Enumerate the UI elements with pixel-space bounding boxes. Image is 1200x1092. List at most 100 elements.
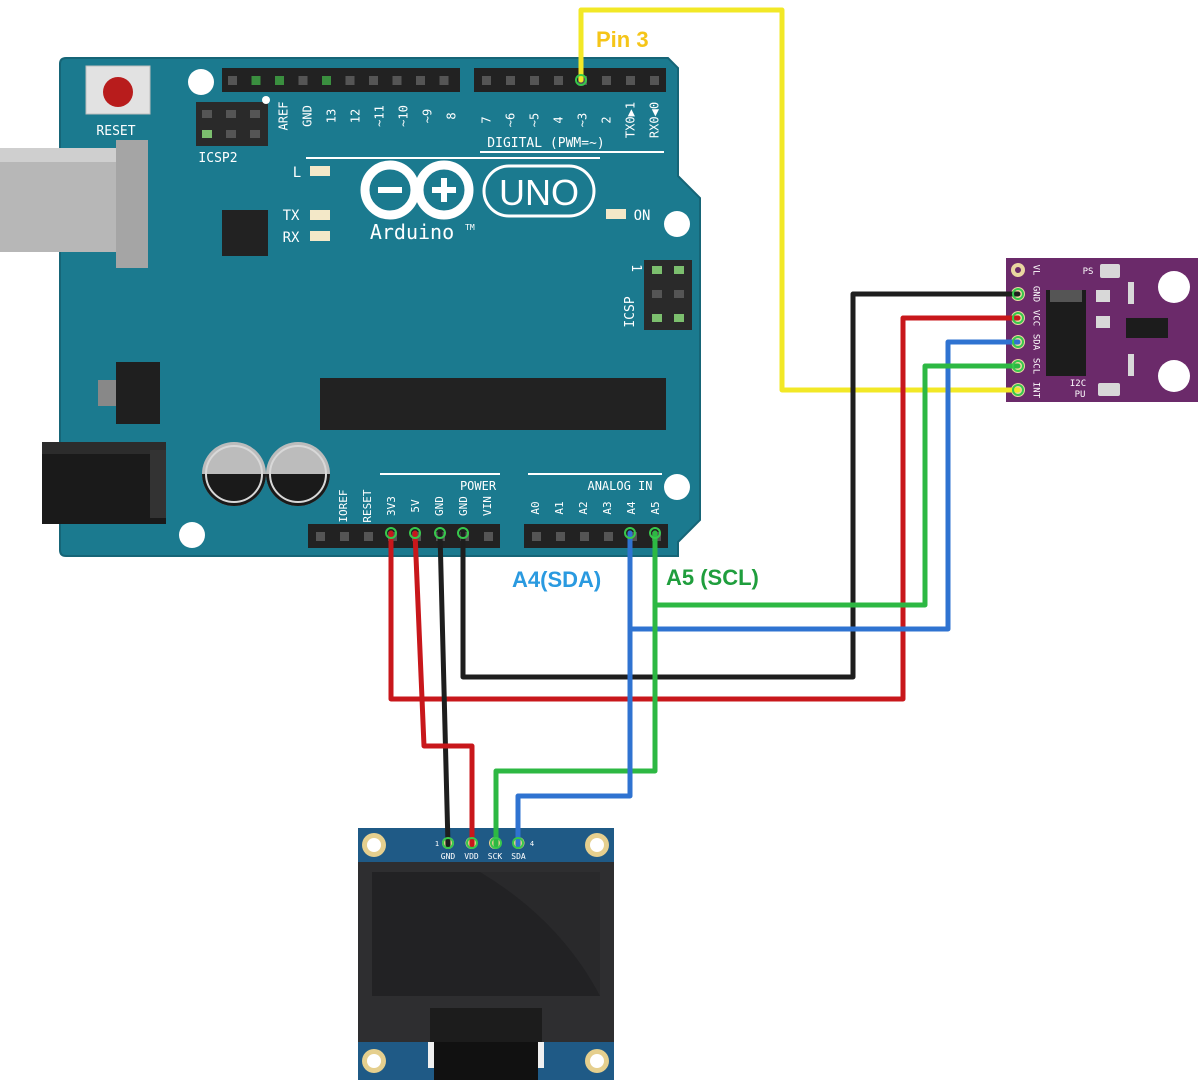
led-tx-label: TX bbox=[283, 208, 300, 224]
power-pin-label: RESET bbox=[361, 489, 374, 522]
icsp-label: ICSP bbox=[623, 296, 638, 327]
power-pin-label: IOREF bbox=[337, 489, 350, 522]
oled-pin-first: 1 bbox=[435, 840, 439, 848]
header-pin bbox=[316, 532, 325, 541]
led-on-label: ON bbox=[634, 208, 651, 224]
wire-end-marker bbox=[649, 527, 661, 539]
oled-pin-label: SDA bbox=[511, 852, 526, 861]
atmega-chip bbox=[320, 378, 666, 430]
analog-pin-label: A1 bbox=[553, 501, 566, 514]
icsp-pin1-label: 1 bbox=[628, 264, 643, 272]
led-l-label: L bbox=[293, 165, 301, 181]
analog-pin-label: A2 bbox=[577, 501, 590, 514]
mounting-hole bbox=[1158, 271, 1190, 303]
sensor-pin-label: SDA bbox=[1031, 334, 1041, 351]
mounting-hole bbox=[179, 522, 205, 548]
digital-pin-label: 12 bbox=[349, 109, 363, 123]
wire-end-marker bbox=[1012, 384, 1024, 396]
digital-pin-label: 8 bbox=[445, 112, 459, 119]
analog-pin-label: A4 bbox=[625, 501, 638, 515]
power-jack bbox=[42, 442, 166, 524]
oled-pin-label: VDD bbox=[464, 852, 479, 861]
wire-green-a5-oled bbox=[493, 602, 658, 848]
wire-end-marker bbox=[1012, 312, 1024, 324]
wire-end-marker bbox=[457, 527, 469, 539]
power-pin-label: 3V3 bbox=[385, 496, 398, 516]
header-pin bbox=[580, 532, 589, 541]
wire-end-marker bbox=[385, 527, 397, 539]
wire-green-a5-sensor bbox=[652, 363, 1021, 608]
wire-end-marker bbox=[442, 837, 454, 849]
i2c-label: I2C bbox=[1070, 379, 1086, 389]
header-pin bbox=[392, 76, 402, 85]
header-pin bbox=[340, 532, 349, 541]
digital-header-right bbox=[474, 68, 666, 92]
header-pin bbox=[439, 76, 449, 85]
pu-label: PU bbox=[1075, 390, 1086, 400]
a4-sda-annotation: A4(SDA) bbox=[512, 567, 601, 592]
capacitor bbox=[266, 442, 330, 506]
voltage-regulator bbox=[98, 362, 160, 424]
led-tx bbox=[310, 210, 330, 220]
sensor-pin-label: VCC bbox=[1031, 310, 1041, 326]
digital-pin-label: 4 bbox=[552, 116, 566, 123]
wire-red-5v-oled bbox=[412, 530, 475, 848]
header-pin bbox=[298, 76, 308, 85]
wire-end-marker bbox=[624, 527, 636, 539]
analog-pin-label: A3 bbox=[601, 501, 614, 514]
oled-pin-last: 4 bbox=[530, 840, 534, 848]
header-pin bbox=[554, 76, 563, 85]
header-pin bbox=[650, 76, 659, 85]
sensor-pin-label: VL bbox=[1031, 265, 1041, 276]
wire-blue-a4-sensor bbox=[627, 339, 1021, 632]
regulator-chip bbox=[1046, 290, 1086, 376]
wire-end-marker bbox=[490, 837, 502, 849]
header-pin bbox=[275, 76, 284, 85]
header-pin bbox=[364, 532, 373, 541]
sensor-chip bbox=[1126, 318, 1168, 338]
trademark: TM bbox=[465, 223, 475, 232]
led-l bbox=[310, 166, 330, 176]
header-pin bbox=[484, 532, 493, 541]
power-pin-label: VIN bbox=[481, 496, 494, 516]
power-pin-label: GND bbox=[433, 496, 446, 516]
header-pin bbox=[506, 76, 515, 85]
digital-pin-label: TX0▶1 bbox=[624, 102, 638, 138]
mounting-hole bbox=[188, 69, 214, 95]
wire-black-gnd-sensor bbox=[460, 291, 1021, 680]
digital-pin-label: ~5 bbox=[528, 113, 542, 127]
reset-button[interactable] bbox=[85, 65, 151, 115]
power-label: POWER bbox=[460, 479, 497, 493]
sensor-pin-label: SCL bbox=[1031, 358, 1041, 374]
header-pin bbox=[532, 532, 541, 541]
header-pin bbox=[416, 76, 425, 85]
wire-end-marker bbox=[575, 74, 587, 86]
header-pin bbox=[369, 76, 378, 85]
power-header bbox=[308, 524, 500, 548]
wire-end-marker bbox=[466, 837, 478, 849]
power-pin-label: GND bbox=[457, 496, 470, 516]
wire-blue-a4-oled bbox=[515, 626, 633, 848]
digital-pin-label: ~3 bbox=[576, 113, 590, 127]
header-pin bbox=[345, 76, 355, 85]
icsp2-header bbox=[196, 102, 268, 146]
led-rx-label: RX bbox=[283, 230, 300, 246]
header-pin bbox=[602, 76, 611, 85]
oled-pin-label: GND bbox=[441, 852, 456, 861]
wire-black-gnd-oled bbox=[437, 530, 451, 848]
header-pin bbox=[604, 532, 613, 541]
wire-end-marker bbox=[512, 837, 524, 849]
digital-pin-label: ~9 bbox=[421, 109, 435, 123]
capacitor bbox=[202, 442, 266, 506]
digital-pin-label: 13 bbox=[325, 109, 339, 123]
arduino-logo-text: Arduino bbox=[370, 220, 454, 244]
reset-label: RESET bbox=[96, 124, 135, 139]
digital-pin-label: 7 bbox=[480, 116, 494, 123]
wire-yellow-pin3-int bbox=[578, 7, 1021, 393]
digital-pin-label: AREF bbox=[277, 102, 291, 131]
header-pin bbox=[251, 76, 261, 85]
